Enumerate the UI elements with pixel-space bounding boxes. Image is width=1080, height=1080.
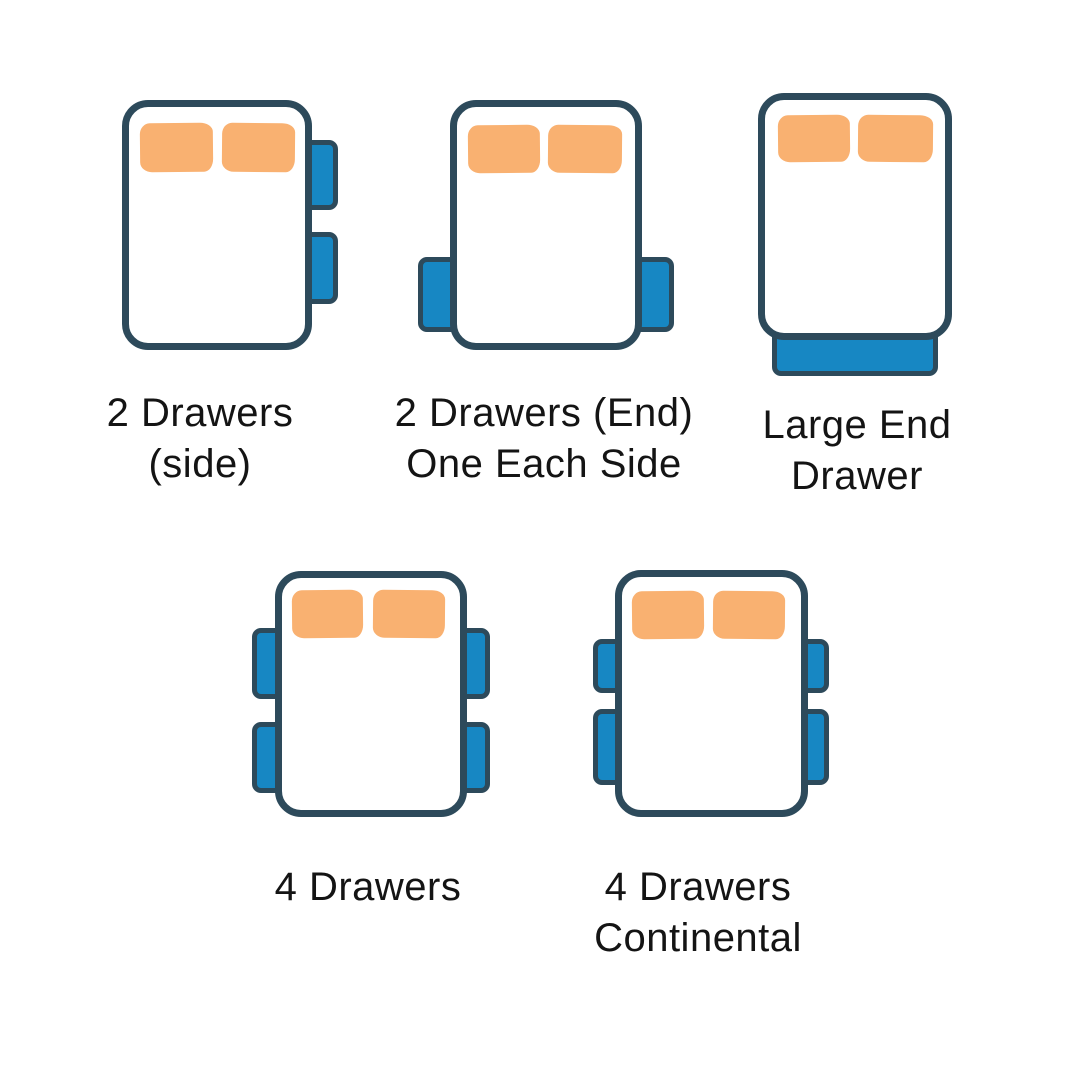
label-line: One Each Side: [406, 442, 682, 486]
label-2-drawers-end: 2 Drawers (End) One Each Side: [384, 388, 704, 490]
label-line: Continental: [594, 916, 802, 960]
label-line: Large End: [762, 403, 952, 447]
bed-diagram-2-drawers-end: [412, 100, 680, 352]
label-line: Drawer: [791, 454, 923, 498]
pillow-icon: [631, 590, 705, 640]
pillow-icon: [467, 124, 541, 174]
label-large-end-drawer: Large End Drawer: [727, 400, 987, 502]
pillow-icon: [291, 589, 364, 639]
label-2-drawers-side: 2 Drawers (side): [60, 388, 340, 490]
label-line: 2 Drawers (End): [394, 391, 694, 435]
pillow-icon: [139, 122, 214, 173]
bed-diagram-2-drawers-side: [122, 100, 338, 352]
label-line: 4 Drawers: [274, 865, 462, 909]
pillow-icon: [372, 589, 446, 639]
pillow-icon: [857, 114, 934, 163]
bed-diagram-4-drawers-continental: [593, 570, 831, 818]
pillow-icon: [777, 114, 851, 163]
bed-diagram-4-drawers: [252, 571, 490, 819]
label-line: 4 Drawers: [604, 865, 792, 909]
pillow-icon: [712, 590, 786, 640]
pillow-icon: [547, 124, 623, 174]
label-line: (side): [148, 442, 252, 486]
label-line: 2 Drawers: [106, 391, 294, 435]
pillow-icon: [221, 122, 296, 173]
label-4-drawers-continental: 4 Drawers Continental: [558, 862, 838, 964]
label-4-drawers: 4 Drawers: [228, 862, 508, 913]
bed-diagram-large-end-drawer: [758, 93, 952, 377]
